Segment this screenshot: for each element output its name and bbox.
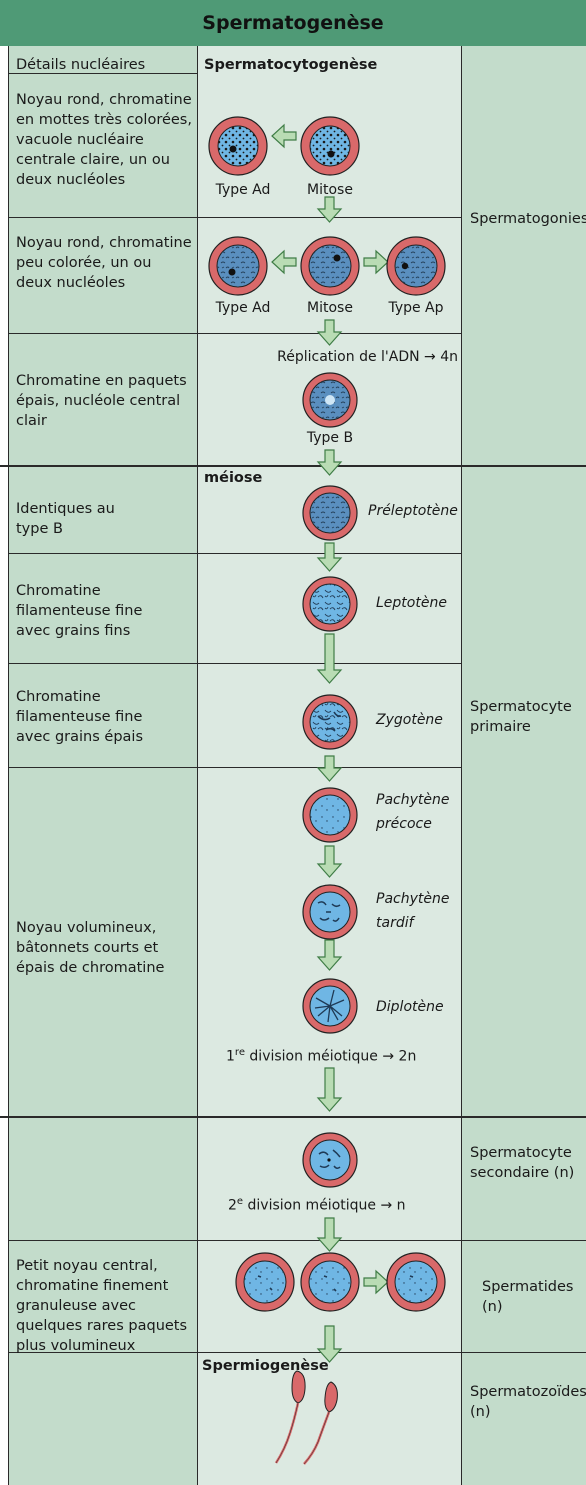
row-divider <box>8 217 461 218</box>
row-divider <box>8 553 461 554</box>
label-mitose: Mitose <box>307 300 353 316</box>
stage-pachytene-tardif: Pachytène tardif <box>376 891 450 931</box>
label-replication: Réplication de l'ADN → 4n <box>277 349 458 365</box>
row-divider <box>8 1352 586 1353</box>
down-arrow <box>316 1067 343 1112</box>
cell-preleptotene <box>302 485 358 541</box>
label-second-meiotic-division: 2e division méiotique → n <box>228 1196 406 1214</box>
stage-leptotene: Leptotène <box>376 595 447 611</box>
stage-preleptotene: Préleptotène <box>368 503 458 519</box>
down-arrow <box>316 939 343 971</box>
page-title: Spermatogenèse <box>0 0 586 46</box>
row-divider <box>8 1240 586 1241</box>
row-divider <box>8 663 461 664</box>
stage-diplotene: Diplotène <box>376 999 444 1015</box>
label-type-ap: Type Ap <box>388 300 444 316</box>
left-arrow <box>271 123 297 149</box>
column-divider-1 <box>197 46 198 1485</box>
cell-type-spermatogonies: Spermatogonies <box>470 211 586 227</box>
cell-type-spermatocyte-secondaire: Spermatocyte secondaire (n) <box>470 1145 575 1181</box>
cell-leptotene <box>302 576 358 632</box>
nuclear-detail-row-2: Noyau rond, chromatine peu colorée, un o… <box>16 235 192 291</box>
cell-zygotene <box>302 694 358 750</box>
nuclear-detail-row-8: Petit noyau central, chromatine finement… <box>16 1258 188 1354</box>
down-arrow <box>316 542 343 572</box>
nuclear-detail-row-1: Noyau rond, chromatine en mottes très co… <box>16 92 192 188</box>
label-meiose: méiose <box>204 470 263 486</box>
cell-mitose <box>300 116 360 176</box>
cell-pachytene-precoce <box>302 787 358 843</box>
row-divider <box>8 767 461 768</box>
cell-type-ap <box>386 236 446 296</box>
down-arrow <box>316 319 343 346</box>
spermatozoon <box>274 1370 306 1464</box>
section-divider <box>0 1116 586 1118</box>
frame-border-left <box>8 46 9 1485</box>
header-divider <box>8 73 197 74</box>
nuclear-detail-row-5: Chromatine filamenteuse fine avec grains… <box>16 583 143 639</box>
row-divider <box>8 333 461 334</box>
stage-zygotene: Zygotène <box>376 712 443 728</box>
stage-pachytene-precoce: Pachytène précoce <box>376 792 450 832</box>
section-divider <box>0 465 586 467</box>
cell-spermatocyte-secondaire <box>302 1132 358 1188</box>
label-type-ad: Type Ad <box>215 300 271 316</box>
nuclear-detail-row-7: Noyau volumineux, bâtonnets courts et ép… <box>16 920 165 976</box>
header-spermatocytogenese: Spermatocytogenèse <box>204 57 378 73</box>
down-arrow <box>316 1325 343 1363</box>
down-arrow <box>316 845 343 878</box>
cell-type-spermatocyte-primaire: Spermatocyte primaire <box>470 699 572 735</box>
cell-type-column <box>461 46 586 1485</box>
cell-type-ad <box>208 236 268 296</box>
down-arrow <box>316 633 343 684</box>
cell-spermatide <box>386 1252 446 1312</box>
cell-spermatide <box>235 1252 295 1312</box>
spermatozoon <box>303 1381 338 1465</box>
label-type-b: Type B <box>306 430 354 446</box>
label-spermiogenese: Spermiogenèse <box>202 1358 329 1374</box>
column-divider-2 <box>461 46 462 1485</box>
cell-type-spermatides: Spermatides (n) <box>482 1279 574 1315</box>
down-arrow <box>316 449 343 476</box>
nuclear-detail-row-6: Chromatine filamenteuse fine avec grains… <box>16 689 143 745</box>
down-arrow <box>316 196 343 223</box>
nuclear-detail-row-3: Chromatine en paquets épais, nucléole ce… <box>16 373 187 429</box>
left-arrow <box>271 249 297 275</box>
cell-pachytene-tardif <box>302 884 358 940</box>
cell-mitose <box>300 236 360 296</box>
right-arrow <box>363 1269 389 1295</box>
right-arrow <box>363 249 389 275</box>
nuclear-detail-row-4: Identiques au type B <box>16 501 115 537</box>
down-arrow <box>316 755 343 782</box>
label-mitose: Mitose <box>307 182 353 198</box>
cell-diplotene <box>302 978 358 1034</box>
nuclear-details-column <box>8 46 197 1485</box>
header-nuclear-details: Détails nucléaires <box>16 57 146 73</box>
label-type-ad: Type Ad <box>215 182 271 198</box>
cell-spermatide <box>300 1252 360 1312</box>
down-arrow <box>316 1217 343 1252</box>
cell-type-b <box>302 372 358 428</box>
cell-type-spermatozoides: Spermatozoïdes (n) <box>470 1384 586 1420</box>
label-first-meiotic-division: 1re division méiotique → 2n <box>226 1047 417 1065</box>
cell-type-ad <box>208 116 268 176</box>
